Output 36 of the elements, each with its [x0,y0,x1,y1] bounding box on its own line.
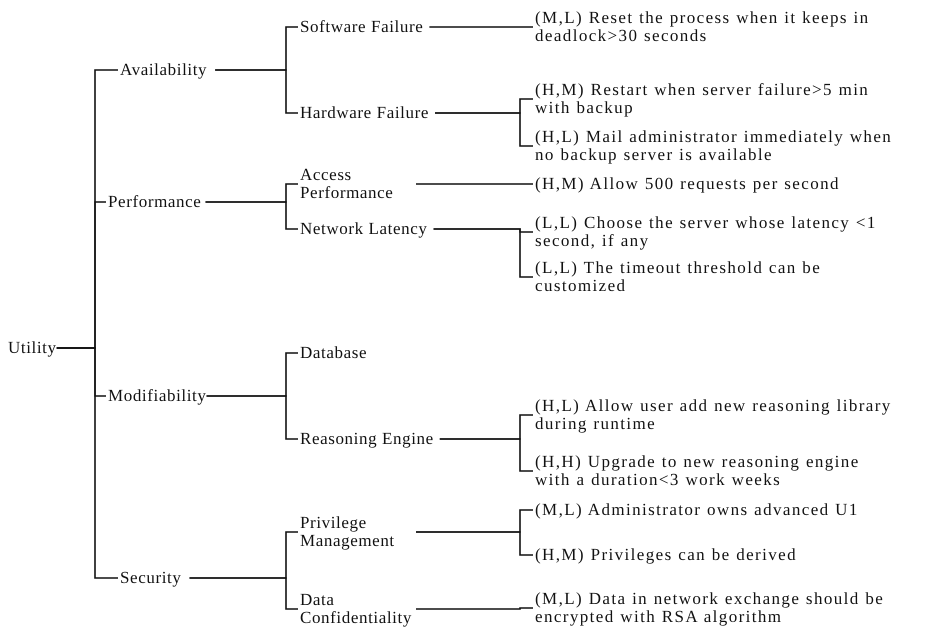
tree-connector [206,395,298,440]
requirement-text: (M,L) Data in network exchange should be encrypted with RSA algorithm [535,590,886,626]
tree-connector [416,531,533,556]
tree-connector [429,26,533,28]
category-label: Software Failure [300,18,424,36]
tree-connector [189,577,298,610]
requirement-text: (M,L) Reset the process when it keeps in deadlock>30 seconds [535,9,871,45]
requirement-text: (L,L) Choose the server whose latency <1 second, if any [535,214,878,250]
category-label: Security [120,569,182,587]
tree-connector [205,201,298,230]
requirement-text: (L,L) The timeout threshold can be customized [535,259,822,295]
tree-connector [416,183,533,185]
requirement-text: (H,H) Upgrade to new reasoning engine with a duration<3 work weeks [535,453,861,489]
requirement-text: (H,L) Mail administrator immediately when no backup server is available [535,128,894,164]
category-label: Hardware Failure [300,104,430,122]
root-label: Utility [8,339,57,357]
tree-connector [435,112,533,147]
category-label: Network Latency [300,220,428,238]
requirement-text: (H,M) Privileges can be derived [535,546,798,564]
tree-connector [433,228,533,278]
requirement-text: (H,M) Allow 500 requests per second [535,175,841,193]
category-label: Reasoning Engine [300,430,434,448]
category-label: Modifiability [108,387,206,405]
category-label: Data Confidentiality [300,591,410,627]
category-label: Availability [120,61,208,79]
category-label: Privilege Management [300,514,396,550]
tree-connector [215,69,298,114]
tree-connector [56,347,118,579]
category-label: Database [300,344,368,362]
requirement-text: (H,M) Restart when server failure>5 min with backup [535,81,870,117]
requirement-text: (H,L) Allow user add new reasoning library during runtime [535,397,893,433]
requirement-text: (M,L) Administrator owns advanced U1 [535,501,860,519]
tree-connector [416,607,533,610]
tree-connector [440,438,533,472]
category-label: Performance [108,193,202,211]
category-label: Access Performance [300,166,394,202]
